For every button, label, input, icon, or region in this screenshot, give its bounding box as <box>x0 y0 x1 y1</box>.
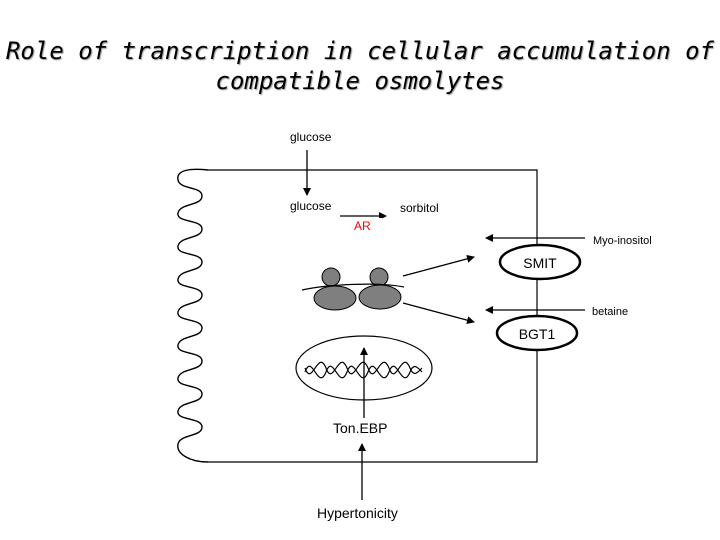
ar-enzyme-box <box>342 218 382 232</box>
hypertonicity-label: Hypertonicity <box>317 505 398 521</box>
folded-membrane <box>177 168 209 463</box>
dna-strand-a <box>304 365 423 379</box>
betaine-label: betaine <box>592 306 628 318</box>
tonebp-body-right <box>358 284 402 310</box>
title-line-1: Role of transcription in cellular accumu… <box>5 37 714 65</box>
myo-inositol-label: Myo-inositol <box>593 235 652 247</box>
transcription-arrow-smit <box>402 254 475 277</box>
ar-enzyme-label: AR <box>354 219 371 233</box>
title-line-2: compatible osmolytes <box>215 67 505 95</box>
bgt1-transporter <box>495 314 579 352</box>
glucose-outside-label: glucose <box>290 130 332 144</box>
tonebp-head-left <box>321 267 341 287</box>
cell-membrane-edges <box>208 169 538 463</box>
dna-strand-b <box>304 361 423 375</box>
smit-transporter <box>498 243 582 281</box>
slide-title: Role of transcription in cellular accumu… <box>0 36 720 96</box>
glucose-inside-label: glucose <box>290 199 332 213</box>
tonebp-body-left <box>313 285 357 311</box>
transcription-arrow-bgt1 <box>402 302 475 325</box>
bgt1-label: BGT1 <box>519 326 556 342</box>
tonebp-head-right <box>369 267 389 287</box>
smit-label: SMIT <box>523 255 557 271</box>
tonebp-label: Ton.EBP <box>333 420 387 436</box>
promoter-dna-strand <box>301 283 405 291</box>
sorbitol-label: sorbitol <box>400 201 439 215</box>
